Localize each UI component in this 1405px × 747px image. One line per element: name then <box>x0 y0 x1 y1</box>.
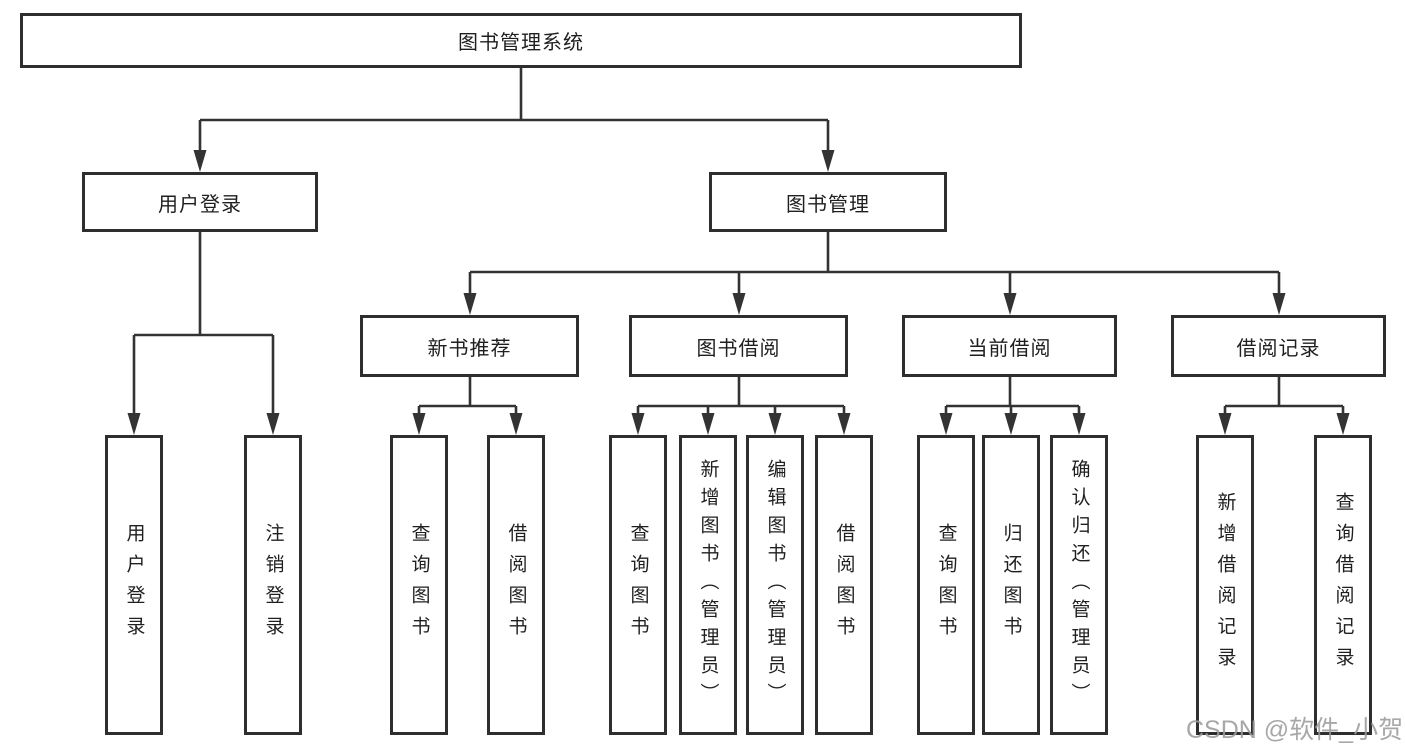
node-label: 查询图书 <box>935 523 957 647</box>
leaf-query-books-3: 查询图书 <box>917 435 975 735</box>
node-label: 图书管理系统 <box>458 32 584 54</box>
node-label: 图书管理 <box>786 193 870 216</box>
node-label: 编辑图书（管理员） <box>764 459 786 711</box>
leaf-query-books-1: 查询图书 <box>390 435 448 735</box>
node-label: 归还图书 <box>1000 523 1022 647</box>
node-label: 查询图书 <box>627 523 649 647</box>
node-borrow-records: 借阅记录 <box>1171 315 1386 377</box>
node-label: 新书推荐 <box>427 337 512 360</box>
csdn-watermark: CSDN @软件_小贺同学 <box>1186 716 1405 744</box>
leaf-borrow-books-1: 借阅图书 <box>487 435 545 735</box>
leaf-query-books-2: 查询图书 <box>609 435 667 735</box>
node-label: 确认归还（管理员） <box>1068 459 1090 711</box>
node-label: 新增借阅记录 <box>1214 492 1236 678</box>
leaf-borrow-books-2: 借阅图书 <box>815 435 873 735</box>
node-user-login: 用户登录 <box>82 172 318 232</box>
node-book-management: 图书管理 <box>709 172 947 232</box>
node-label: 当前借阅 <box>967 337 1052 360</box>
node-book-borrow: 图书借阅 <box>629 315 848 377</box>
leaf-add-books-admin: 新增图书（管理员） <box>679 435 737 735</box>
node-label: 用户登录 <box>123 523 145 647</box>
node-current-borrow: 当前借阅 <box>902 315 1117 377</box>
node-label: 查询图书 <box>408 523 430 647</box>
leaf-logout: 注销登录 <box>244 435 302 735</box>
arrowhead-icons <box>127 150 1350 435</box>
node-label: 查询借阅记录 <box>1332 492 1354 678</box>
leaf-edit-books-admin: 编辑图书（管理员） <box>746 435 804 735</box>
node-label: 借阅图书 <box>833 523 855 647</box>
node-new-book-recommend: 新书推荐 <box>360 315 579 377</box>
leaf-return-books: 归还图书 <box>982 435 1040 735</box>
leaf-confirm-return-admin: 确认归还（管理员） <box>1050 435 1108 735</box>
leaf-query-borrow-record: 查询借阅记录 <box>1314 435 1372 735</box>
node-root-library-system: 图书管理系统 <box>20 13 1022 68</box>
node-label: 新增图书（管理员） <box>697 459 719 711</box>
node-label: 借阅记录 <box>1236 337 1321 360</box>
node-label: 注销登录 <box>262 523 284 647</box>
leaf-user-login: 用户登录 <box>105 435 163 735</box>
node-label: 用户登录 <box>158 193 242 216</box>
node-label: 借阅图书 <box>505 523 527 647</box>
node-label: 图书借阅 <box>696 337 781 360</box>
leaf-add-borrow-record: 新增借阅记录 <box>1196 435 1254 735</box>
